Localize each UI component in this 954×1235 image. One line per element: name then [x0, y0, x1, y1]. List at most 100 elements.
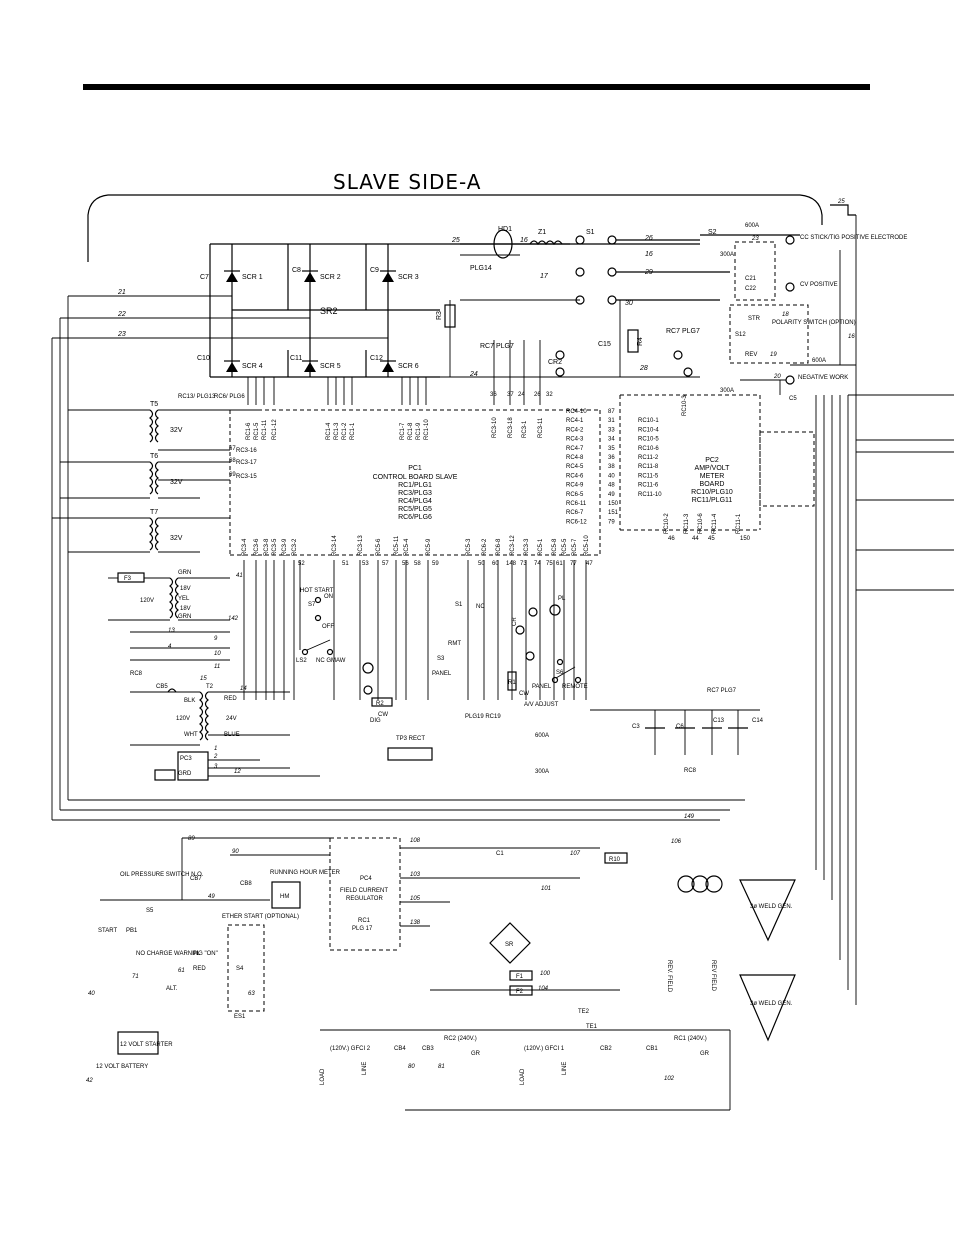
svg-text:24: 24: [469, 371, 478, 378]
rc4-row-target: RC10-4: [638, 427, 659, 433]
rc8-label: RC8: [684, 768, 697, 774]
wires-21-23: 21 22 23: [51, 289, 388, 820]
svg-text:21: 21: [117, 289, 126, 296]
rc4-row-target: RC11-10: [638, 492, 662, 498]
svg-text:107: 107: [570, 851, 581, 857]
rc3-top-wire-number: 26: [534, 392, 541, 398]
start-label: START: [98, 928, 117, 934]
amp-600-label: 600A: [745, 223, 759, 229]
scr3-label: SCR 3: [398, 274, 419, 281]
pc1-bottom-pin-label: RC3-5: [272, 538, 278, 556]
rc1-pin-label: RC1-12: [272, 419, 278, 440]
av-adjust-label: A/V ADJUST: [524, 702, 559, 708]
pc2-bottom-wire-number: 46: [668, 536, 675, 542]
pl-red-label: RED: [193, 966, 206, 972]
es1-label: ES1: [234, 1014, 246, 1020]
pc2-bottom-wire-number: 150: [740, 536, 751, 542]
hm-label: HM: [280, 894, 289, 900]
pl-cr-labels: PL CR S6 REMOTE PANEL R1 CW A/V ADJUST: [508, 596, 588, 708]
transformer-labels: T5 T6 T7 32V 32V 32V RC13/ PLG13 RC6/ PL…: [150, 394, 245, 542]
output-terminals: [700, 234, 856, 395]
pc1-bottom-wire-number: 53: [362, 561, 369, 567]
te2-label: TE2: [578, 1009, 590, 1015]
svg-text:106: 106: [671, 839, 682, 845]
c9-label: C9: [370, 267, 379, 274]
svg-text:100: 100: [540, 971, 551, 977]
pc2-bottom-wire-number: 44: [692, 536, 699, 542]
s12-label: S12: [735, 332, 746, 338]
r2-label: R2: [376, 701, 384, 707]
svg-text:16: 16: [520, 237, 528, 244]
rc4-row-target: RC10-5: [638, 437, 659, 443]
r4-label: R4: [637, 337, 644, 346]
c14-label: C14: [752, 718, 764, 724]
transformers: [52, 409, 260, 553]
amp-600-lower-label: 600A: [812, 358, 826, 364]
pc2-bottom-pin-label: RC11-1: [736, 513, 742, 534]
rc4-row-target: RC11-5: [638, 473, 659, 479]
pc1-bottom-pin-label: RC3-8: [264, 538, 270, 556]
gr-right: GR: [700, 1051, 710, 1057]
rc3-side-wire-number: 67: [229, 446, 236, 452]
plg7-label: RC7 PLG7: [707, 688, 737, 694]
s7-label: S7: [308, 602, 316, 608]
rev-label: REV: [745, 352, 757, 358]
pc2-line-4: RC11/PLG11: [692, 497, 733, 504]
pb1-label: PB1: [126, 928, 138, 934]
pc1-bottom-pin-label: RC3-9: [282, 538, 288, 556]
rc1-pin-label: RC1-9: [416, 422, 422, 440]
sheet-title: SLAVE SIDE-A: [333, 170, 482, 194]
pc2-bottom-pin-label: RC10-2: [664, 513, 670, 534]
r1-label: R1: [508, 680, 516, 686]
hot-start-area: [299, 560, 433, 761]
svg-text:149: 149: [684, 814, 695, 820]
rc4-row-label: RC6-7: [566, 510, 584, 516]
hot-start-label: HOT START: [300, 588, 334, 594]
rc7-left-label: RC7 PLG7: [480, 343, 514, 350]
te1-label: TE1: [586, 1024, 598, 1030]
rc4-row-label: RC4-2: [566, 427, 584, 433]
rc4-row-wire: 31: [608, 418, 615, 424]
c1-label: C1: [496, 851, 504, 857]
rc4-row-label: RC4-9: [566, 483, 584, 489]
output-terminal-labels: 600A 300A CC STICK/TIG POSITIVE ELECTROD…: [720, 223, 907, 402]
pc1-line-2: RC3/PLG3: [398, 490, 432, 497]
rc4-row-target: RC11-2: [638, 455, 659, 461]
cb1-label: CB1: [646, 1046, 658, 1052]
svg-text:17: 17: [540, 273, 549, 280]
cb5-t2-area: [130, 688, 320, 781]
svg-text:3: 3: [214, 764, 218, 770]
svg-text:41: 41: [236, 573, 243, 579]
ls2-label: LS2: [296, 658, 307, 664]
no-charge-label: NO CHARGE WARNING "ON": [136, 951, 218, 957]
svg-text:61: 61: [178, 968, 185, 974]
pc2-line-0: AMP/VOLT: [695, 465, 731, 472]
gr-left: GR: [471, 1051, 481, 1057]
f3-label: F3: [124, 576, 132, 582]
rc6-label: RC6/ PLG6: [214, 394, 245, 400]
svg-text:89: 89: [188, 836, 195, 842]
nc-gmaw-label: NC GMAW: [316, 658, 346, 664]
rc3-side-wire-number: 68: [229, 458, 236, 464]
c8-label: C8: [292, 267, 301, 274]
pc1-bottom-wire-number: 47: [586, 561, 593, 567]
rc8-left-label: RC8: [130, 671, 143, 677]
pc1-bottom-wire-number: 57: [382, 561, 389, 567]
amp-300-label: 300A: [720, 252, 734, 258]
rmt-label: RMT: [448, 641, 461, 647]
rc4-row-target: RC11-8: [638, 464, 659, 470]
pc2-title: PC2: [705, 457, 719, 464]
rc4-row-wire: 48: [608, 483, 615, 489]
amp-600-mid-label: 600A: [535, 733, 549, 739]
pc1-bottom-wire-number: 74: [534, 561, 541, 567]
rc3-top-wire-number: 24: [518, 392, 525, 398]
rc3-top-pin-label: RC3-11: [538, 417, 544, 438]
oil-switch-label: OIL PRESSURE SWITCH N.O.: [120, 872, 204, 878]
rc4-row-wire: 49: [608, 492, 615, 498]
rc3-top-wire-number: 32: [546, 392, 553, 398]
svg-text:142: 142: [228, 616, 239, 622]
f3-labels: F3 18V 18V 120V GRN YEL GRN: [124, 570, 191, 620]
c5-label: C5: [789, 396, 797, 402]
pc1-bottom-pin-label: RC3-3: [524, 538, 530, 556]
